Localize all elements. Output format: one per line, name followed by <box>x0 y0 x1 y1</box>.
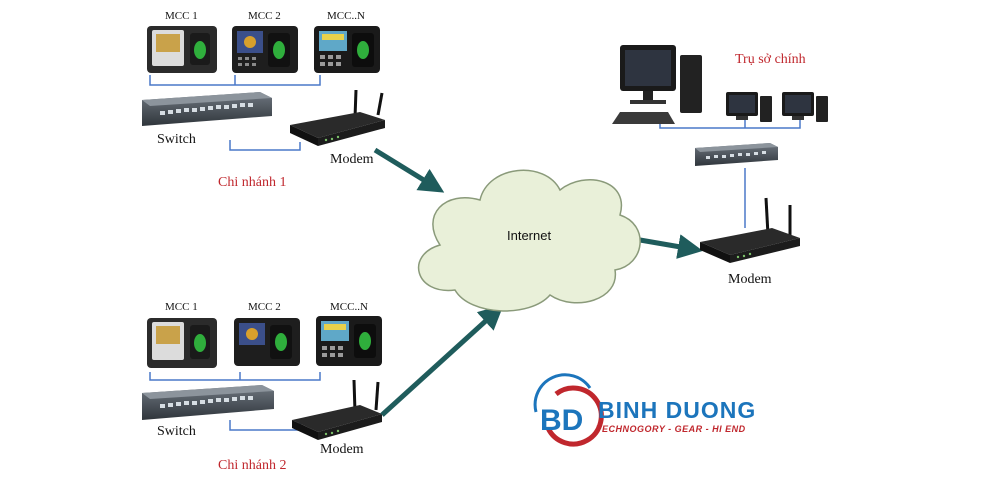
branch-1-device-1-label: MCC 1 <box>165 10 198 22</box>
switch-icon <box>142 92 272 126</box>
headquarters-label: Trụ sở chính <box>735 52 806 67</box>
branch-1-device-2-label: MCC 2 <box>248 10 281 22</box>
desktop-computer-icon <box>612 45 702 124</box>
switch-icon <box>695 143 778 166</box>
switch-icon <box>142 385 274 420</box>
modem-icon <box>290 89 385 146</box>
logo-brand-name: BINH DUONG <box>598 397 757 423</box>
connection-arrows <box>373 147 703 417</box>
branch-2-device-1-label: MCC 1 <box>165 301 198 313</box>
logo-tagline: TECHNOGORY - GEAR - HI END <box>596 424 746 434</box>
arrow-branch1-to-internet <box>373 147 445 193</box>
binh-duong-logo-icon: BD <box>533 373 604 447</box>
modem-icon <box>292 379 382 440</box>
branch-2 <box>142 316 382 440</box>
branch-2-label: Chi nhánh 2 <box>218 458 287 473</box>
branch-2-device-n-label: MCC..N <box>330 301 368 313</box>
branch-1-device-n-label: MCC..N <box>327 10 365 22</box>
headquarters-modem-label: Modem <box>728 272 772 287</box>
attendance-machine-n-icon <box>316 316 382 366</box>
modem-icon <box>700 197 800 263</box>
logo-monogram: BD <box>540 404 583 437</box>
arrow-branch2-to-internet <box>380 304 504 417</box>
attendance-machine-2-icon <box>234 318 300 366</box>
branch-1-label: Chi nhánh 1 <box>218 175 287 190</box>
desktop-computer-icon <box>726 92 772 122</box>
headquarters <box>612 45 828 263</box>
attendance-machine-n-icon <box>314 26 380 73</box>
branch-1-links <box>149 75 321 151</box>
branch-1-switch-label: Switch <box>157 132 196 147</box>
hq-links <box>659 120 801 228</box>
branch-1-modem-label: Modem <box>330 152 374 167</box>
arrow-internet-to-headquarters <box>639 234 703 259</box>
desktop-computer-icon <box>782 92 828 122</box>
attendance-machine-2-icon <box>232 26 298 73</box>
internet-label: Internet <box>507 228 552 243</box>
branch-2-switch-label: Switch <box>157 424 196 439</box>
attendance-machine-1-icon <box>147 318 217 368</box>
internet-cloud-icon <box>418 169 641 312</box>
branch-2-modem-label: Modem <box>320 442 364 457</box>
branch-2-device-2-label: MCC 2 <box>248 301 281 313</box>
attendance-machine-1-icon <box>147 26 217 73</box>
branch-1 <box>142 26 385 151</box>
